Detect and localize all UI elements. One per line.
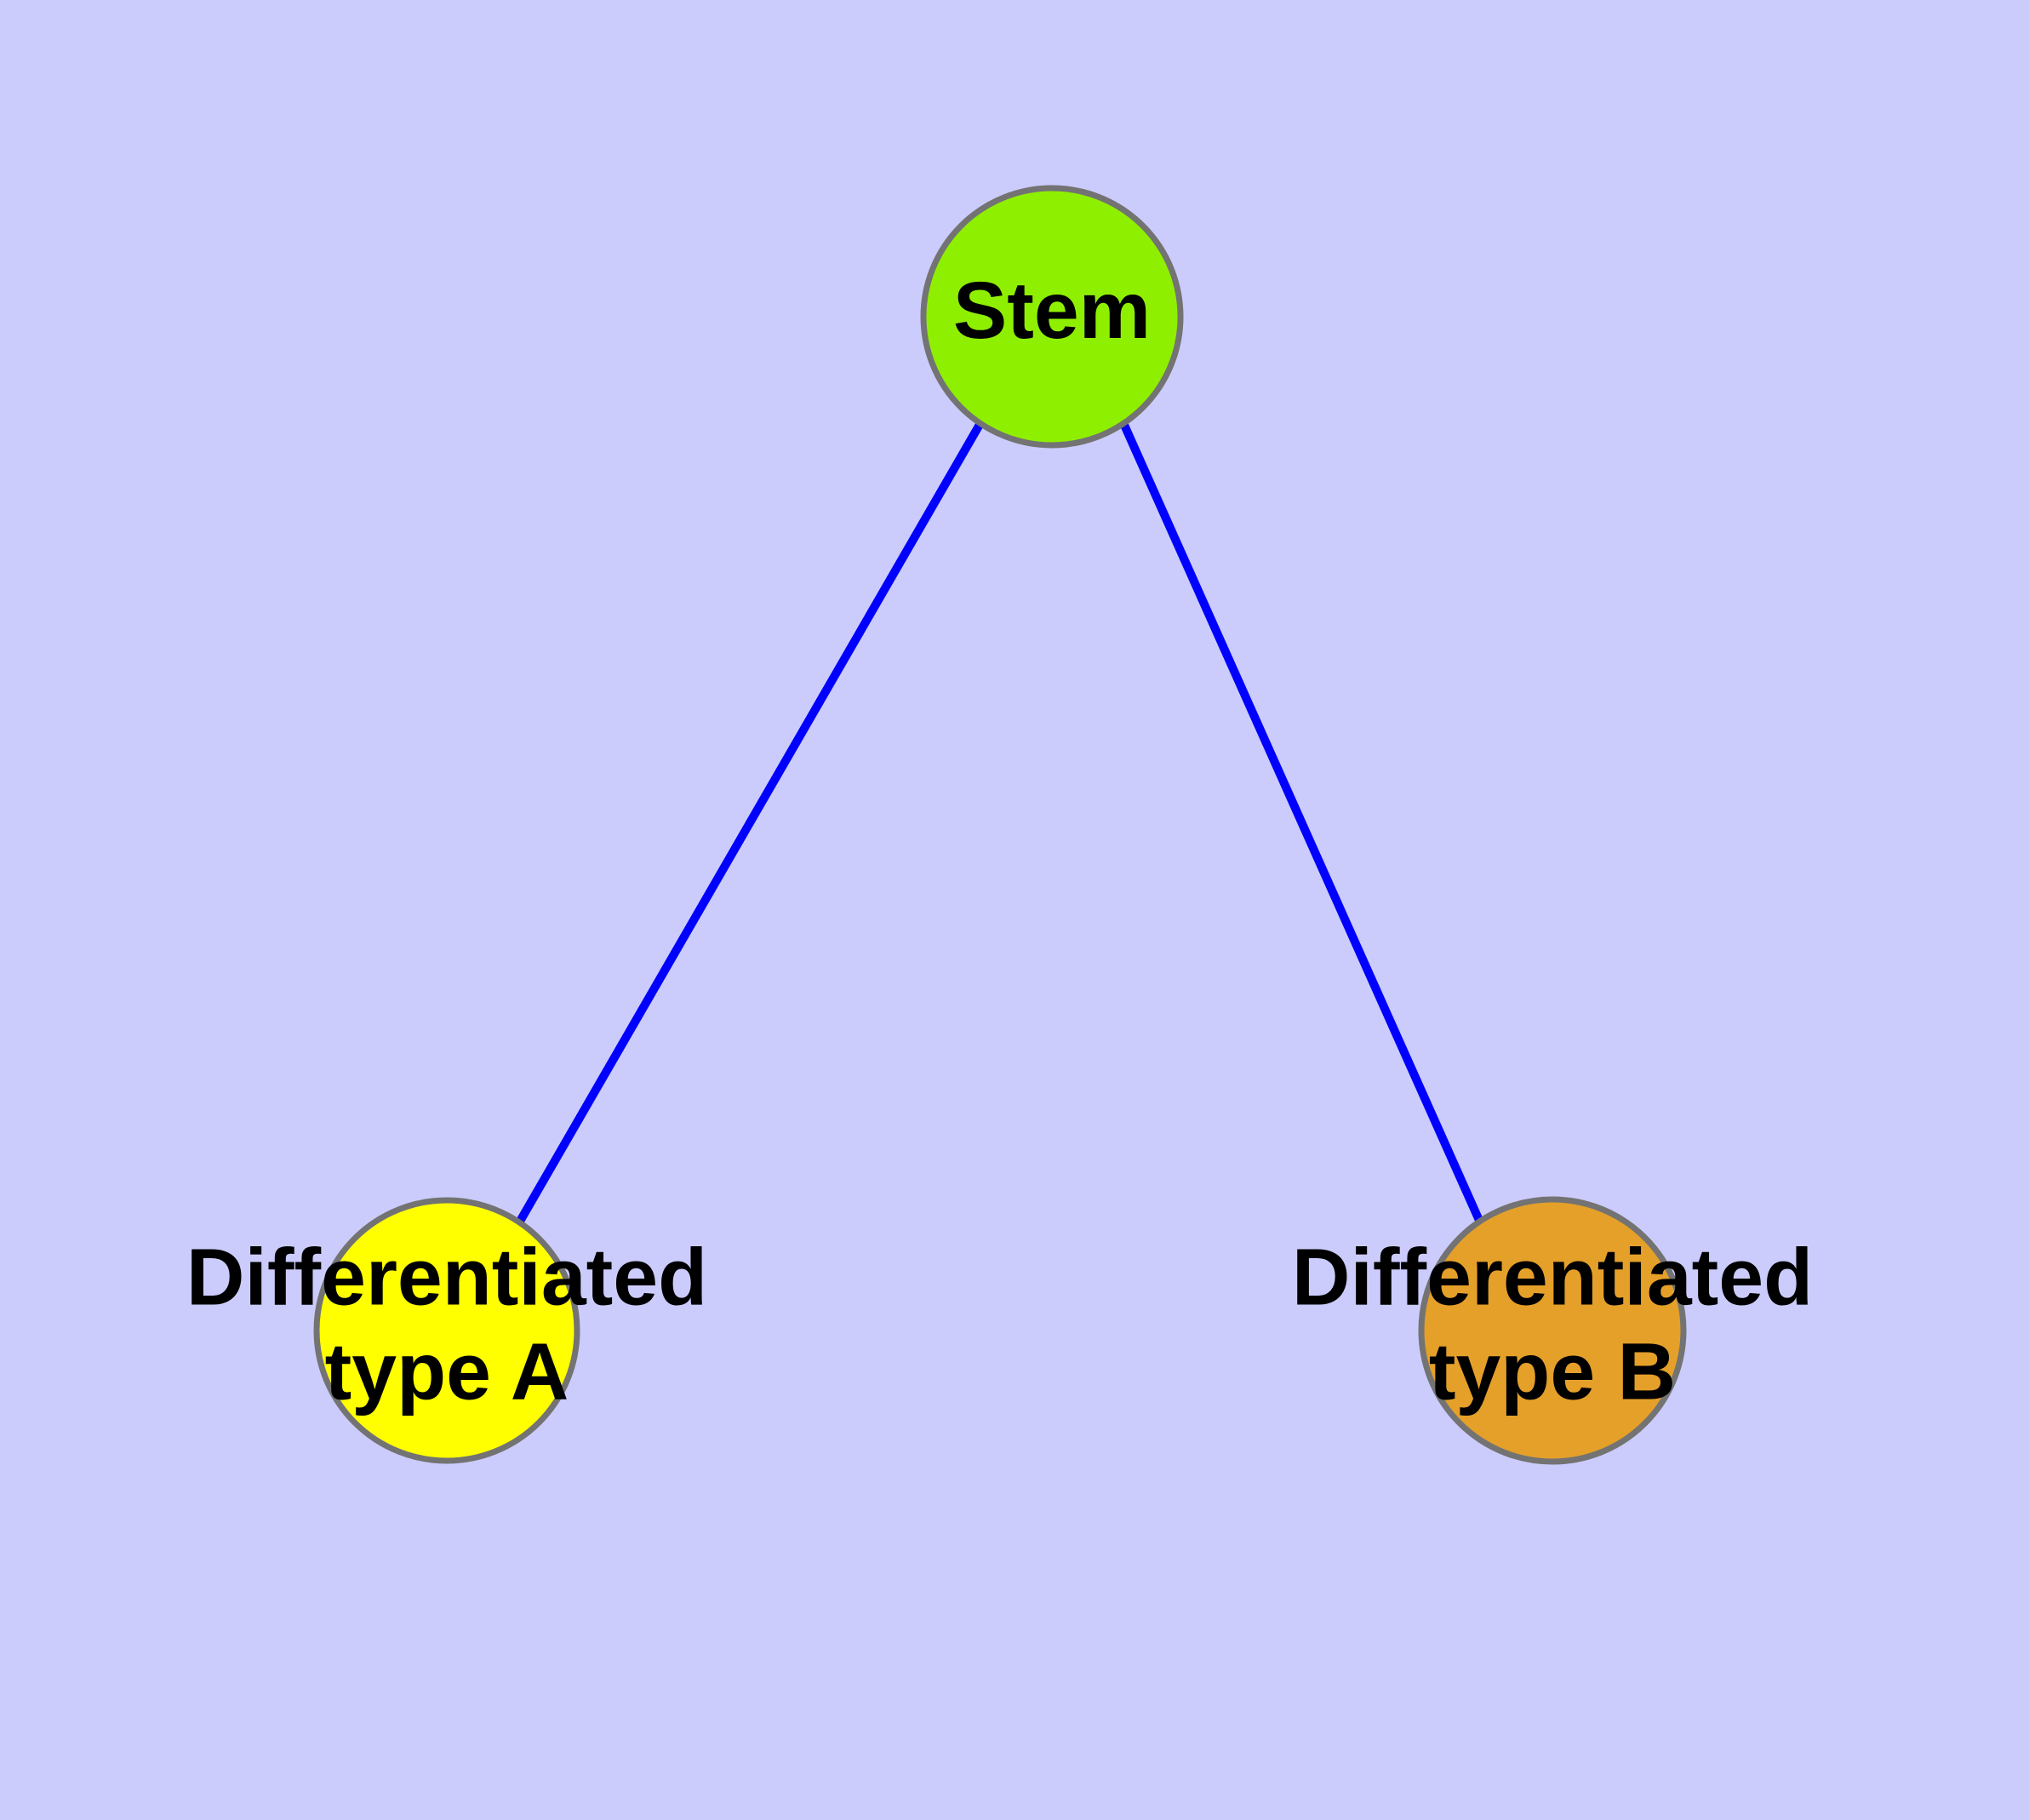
edge-stem-to-differentiated-type-a (514, 421, 985, 1227)
edge-layer (514, 421, 1485, 1227)
stem-node-circle[interactable] (920, 185, 1184, 449)
node-stem[interactable]: Stem (920, 185, 1184, 449)
differentiated-type-b-node-circle[interactable] (1418, 1196, 1687, 1465)
differentiated-type-a-node-circle[interactable] (313, 1197, 580, 1464)
edge-stem-to-differentiated-type-b (1119, 421, 1485, 1227)
stem-node-label: Stem (953, 266, 1151, 356)
